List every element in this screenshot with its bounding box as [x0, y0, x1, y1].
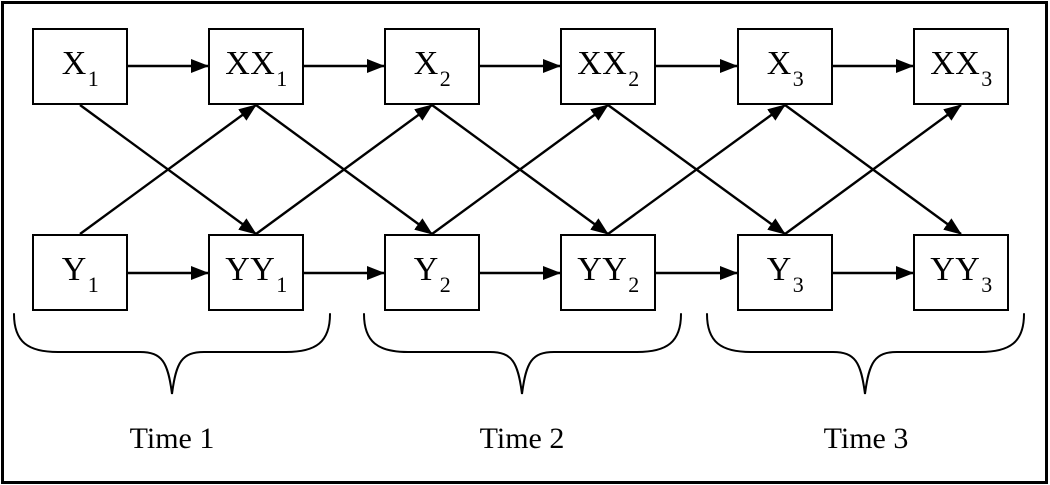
- box-X3: X3: [737, 28, 833, 105]
- box-label: Y1: [61, 251, 100, 297]
- box-X2: X2: [384, 28, 480, 105]
- box-label: YY3: [930, 251, 993, 297]
- box-YY1: YY1: [208, 234, 304, 311]
- box-label: XX3: [930, 45, 993, 91]
- box-X1: X1: [32, 28, 128, 105]
- box-label: XX1: [225, 45, 288, 91]
- time-2-label: Time 2: [479, 422, 565, 455]
- box-XX1: XX1: [208, 28, 304, 105]
- box-label: Y2: [413, 251, 452, 297]
- box-label: X2: [413, 45, 452, 91]
- box-YY3: YY3: [913, 234, 1009, 311]
- box-Y3: Y3: [737, 234, 833, 311]
- box-label: X3: [766, 45, 805, 91]
- box-label: X1: [61, 45, 100, 91]
- arrow-Y1-XX1: [79, 104, 257, 235]
- brace-time-1: [13, 313, 331, 395]
- box-YY2: YY2: [560, 234, 656, 311]
- box-XX2: XX2: [560, 28, 656, 105]
- box-Y2: Y2: [384, 234, 480, 311]
- brace-time-3: [706, 313, 1025, 395]
- arrow-Y2-XX2: [431, 104, 609, 235]
- arrow-YY1-X2: [255, 104, 433, 235]
- box-Y1: Y1: [32, 234, 128, 311]
- box-XX3: XX3: [913, 28, 1009, 105]
- arrow-Y3-XX3: [784, 104, 962, 235]
- time-3-label: Time 3: [823, 422, 909, 455]
- box-label: Y3: [766, 251, 805, 297]
- box-label: XX2: [577, 45, 640, 91]
- box-label: YY2: [577, 251, 640, 297]
- time-1-label: Time 1: [129, 422, 215, 455]
- arrow-YY2-X3: [607, 104, 786, 235]
- brace-time-2: [363, 313, 682, 395]
- box-label: YY1: [225, 251, 288, 297]
